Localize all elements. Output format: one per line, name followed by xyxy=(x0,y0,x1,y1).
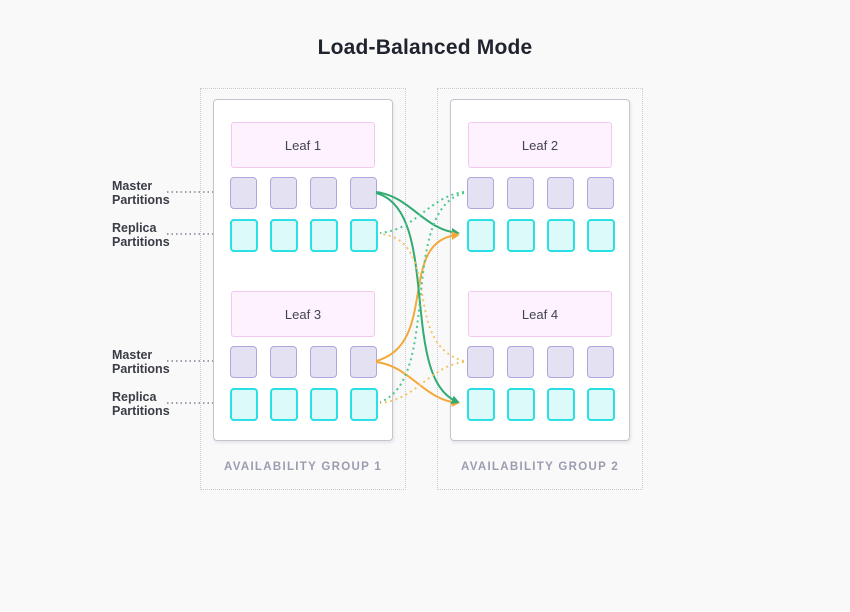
replica-partition-square xyxy=(270,388,298,421)
master-partition-square xyxy=(587,177,614,209)
leaf-4-header: Leaf 4 xyxy=(468,291,612,337)
master-partition-square xyxy=(467,177,494,209)
replica-partition-square xyxy=(230,388,258,421)
master-partition-square xyxy=(547,346,574,378)
leaf-4-replica-row xyxy=(451,388,629,423)
leaf-1-replica-row xyxy=(214,219,392,254)
master-partition-square xyxy=(310,177,337,209)
leaf-node-card: Leaf 1 Leaf 3 xyxy=(213,99,393,441)
replica-partition-square xyxy=(507,388,535,421)
replica-partitions-label: Replica Partitions xyxy=(112,390,170,418)
leaf-4-master-row xyxy=(451,346,629,381)
master-partition-square xyxy=(230,177,257,209)
leaf-3-header: Leaf 3 xyxy=(231,291,375,337)
availability-group-1-label: AVAILABILITY GROUP 1 xyxy=(223,461,383,473)
replica-partition-square xyxy=(310,219,338,252)
master-partition-square xyxy=(270,346,297,378)
replica-partition-square xyxy=(587,388,615,421)
master-partitions-label: Master Partitions xyxy=(112,348,170,376)
master-partition-square xyxy=(350,346,377,378)
availability-group-1: Leaf 1 Leaf 3 xyxy=(200,88,406,490)
leaf-2-master-row xyxy=(451,177,629,212)
availability-group-2-label: AVAILABILITY GROUP 2 xyxy=(460,461,620,473)
replica-partition-square xyxy=(270,219,298,252)
master-partition-square xyxy=(270,177,297,209)
leaf-node-card: Leaf 2 Leaf 4 xyxy=(450,99,630,441)
master-partition-square xyxy=(310,346,337,378)
master-partition-square xyxy=(547,177,574,209)
leader-line xyxy=(167,402,228,404)
replica-partition-square xyxy=(467,219,495,252)
replica-partitions-label: Replica Partitions xyxy=(112,221,170,249)
leaf-3-replica-row xyxy=(214,388,392,423)
leader-line xyxy=(167,233,228,235)
leaf-1-master-row xyxy=(214,177,392,212)
replica-partition-square xyxy=(350,219,378,252)
leader-line xyxy=(167,360,228,362)
master-partition-square xyxy=(587,346,614,378)
replica-partition-square xyxy=(587,219,615,252)
master-partition-square xyxy=(507,177,534,209)
leader-line xyxy=(167,191,228,193)
replica-partition-square xyxy=(467,388,495,421)
leaf-2-replica-row xyxy=(451,219,629,254)
master-partition-square xyxy=(507,346,534,378)
replica-partition-square xyxy=(310,388,338,421)
replica-partition-square xyxy=(547,388,575,421)
leaf-1-header: Leaf 1 xyxy=(231,122,375,168)
master-partitions-label: Master Partitions xyxy=(112,179,170,207)
replica-partition-square xyxy=(350,388,378,421)
replica-partition-square xyxy=(547,219,575,252)
availability-group-2: Leaf 2 Leaf 4 xyxy=(437,88,643,490)
master-partition-square xyxy=(467,346,494,378)
diagram-title: Load-Balanced Mode xyxy=(317,36,533,59)
leaf-2-header: Leaf 2 xyxy=(468,122,612,168)
master-partition-square xyxy=(230,346,257,378)
replica-partition-square xyxy=(507,219,535,252)
replica-partition-square xyxy=(230,219,258,252)
leaf-3-master-row xyxy=(214,346,392,381)
master-partition-square xyxy=(350,177,377,209)
